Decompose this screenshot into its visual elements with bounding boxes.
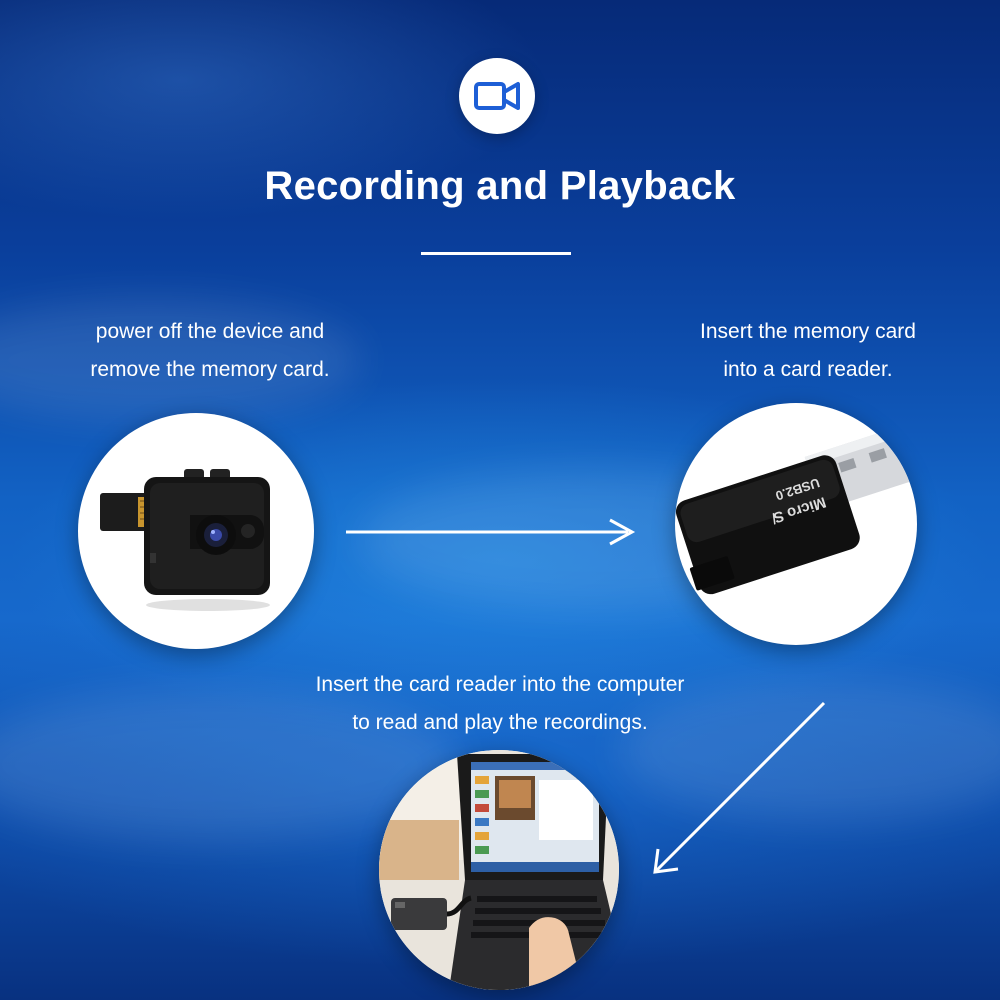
caption-line: power off the device and	[95, 320, 325, 343]
mini-camera-photo	[78, 413, 314, 649]
caption-line: to read and play the recordings.	[352, 711, 648, 734]
caption-line: Insert the card reader into the computer	[315, 673, 685, 696]
step-3-caption: Insert the card reader into the computer…	[200, 666, 800, 742]
page-title: Recording and Playback	[264, 164, 736, 208]
laptop-photo	[379, 750, 619, 990]
title-divider	[421, 252, 571, 255]
right-arrow-icon	[346, 518, 636, 546]
card-reader-illustration: Micro S̸ USB2.0	[675, 423, 917, 595]
mini-camera-illustration	[100, 469, 270, 611]
caption-line: Insert the memory card	[700, 320, 916, 343]
down-left-arrow-icon	[653, 701, 826, 874]
cloud-decoration	[620, 680, 1000, 820]
video-camera-icon	[474, 82, 520, 110]
step-2-caption: Insert the memory card into a card reade…	[650, 313, 966, 389]
header-icon-badge	[459, 58, 535, 134]
card-reader-photo: Micro S̸ USB2.0	[675, 403, 917, 645]
caption-line: remove the memory card.	[90, 358, 330, 381]
cloud-decoration	[0, 300, 360, 420]
laptop-illustration	[379, 750, 619, 990]
caption-line: into a card reader.	[723, 358, 893, 381]
step-1-caption: power off the device and remove the memo…	[40, 313, 380, 389]
